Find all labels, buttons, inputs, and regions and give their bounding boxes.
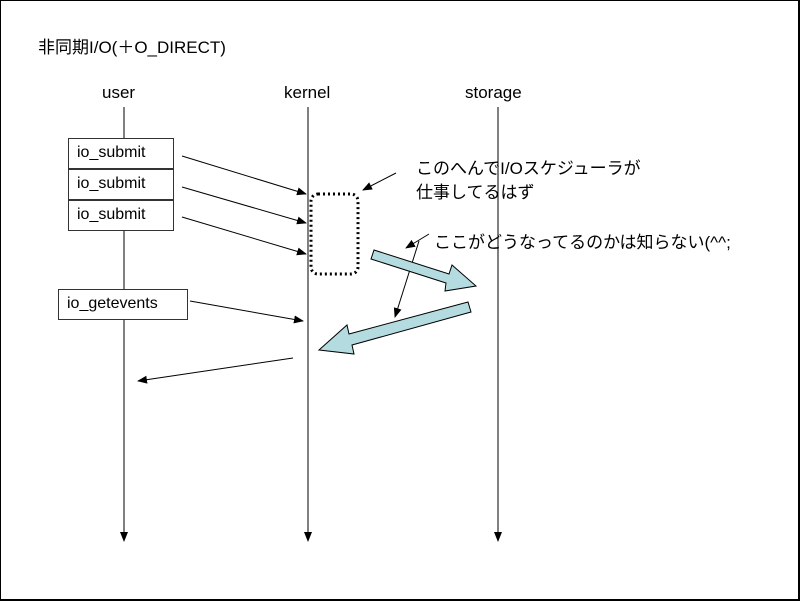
io-submit-box-2: io_submit (68, 169, 174, 200)
scheduler-note-line1: このへんでI/Oスケジューラが (416, 159, 641, 178)
io-submit-box-1: io_submit (68, 138, 174, 169)
unknown-note-pointer-2 (393, 240, 420, 318)
io-submit-box-3: io_submit (68, 200, 174, 231)
scheduler-note-line2: 仕事してるはず (416, 183, 535, 202)
lane-label-kernel: kernel (284, 83, 331, 102)
page-title: 非同期I/O(＋O_DIRECT) (38, 38, 226, 57)
fat-arrow-to-kernel (317, 301, 472, 355)
unknown-note-pointer-1 (405, 233, 430, 249)
getevents-arrow (189, 300, 304, 324)
io-getevents-box: io_getevents (58, 289, 188, 320)
scheduler-dotted-box (309, 192, 360, 276)
return-arrow (137, 357, 294, 384)
fat-arrow-to-storage (370, 249, 478, 292)
submit-arrow-3 (181, 216, 307, 256)
submit-arrow-1 (181, 155, 307, 196)
submit-arrow-2 (181, 186, 307, 225)
lane-label-user: user (102, 83, 136, 102)
scheduler-note-pointer (362, 172, 397, 191)
unknown-note: ここがどうなってるのかは知らない(^^; (434, 233, 731, 252)
lane-label-storage: storage (465, 83, 522, 102)
